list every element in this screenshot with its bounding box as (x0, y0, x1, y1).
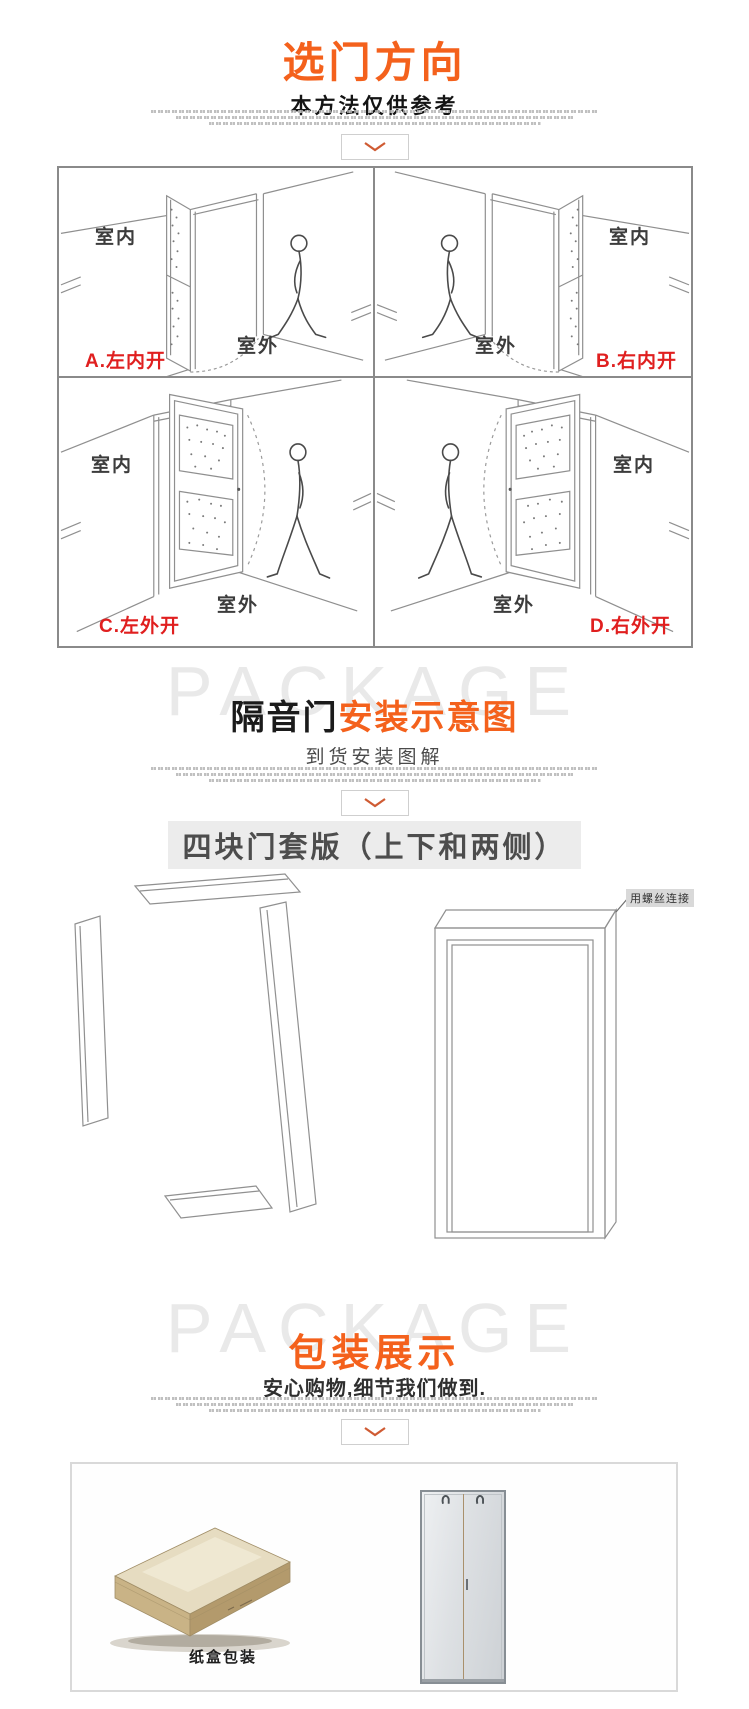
quadrant-label-a: A.左内开 (85, 351, 167, 372)
title-orange-part: 安装示意图 (338, 699, 519, 737)
section-subtitle-installation: 到货安装图解 (305, 747, 444, 768)
quadrant-b-right-inward: 室内 室外 B.右内开 (375, 168, 691, 378)
door-diagram-left-outward (60, 379, 372, 633)
quadrant-label-c: C.左外开 (99, 616, 181, 637)
fine-print-lines (0, 107, 749, 125)
frame-assembly-diagram (60, 866, 700, 1251)
frame-panels-banner-wrap: 四块门套版（上下和两侧） (0, 821, 749, 869)
quadrant-c-left-outward: 室内 室外 C.左外开 (59, 378, 375, 646)
quadrant-a-left-inward: 室内 室外 A.左内开 (59, 168, 375, 378)
indoor-label: 室内 (608, 227, 651, 248)
section-title-packaging: 包装展示 (288, 1333, 461, 1375)
fine-print-lines (0, 764, 749, 782)
quadrant-label-b: B.右内开 (595, 351, 677, 372)
package-watermark: PACKAGE (165, 652, 584, 730)
section-divider (0, 790, 749, 816)
chevron-down-icon (340, 790, 409, 816)
packaging-photos-box: 纸盒包装 (70, 1462, 678, 1692)
quadrant-label-d: D.右外开 (589, 616, 671, 637)
package-watermark: PACKAGE (165, 1289, 584, 1367)
chevron-down-icon (340, 1419, 409, 1445)
packed-door-photo (420, 1490, 506, 1684)
door-direction-grid: 室内 室外 A.左内开 室内 室外 B.右内开 室内 室外 C.左外开 室内 室… (57, 166, 693, 648)
quadrant-d-right-outward: 室内 室外 D.右外开 (375, 378, 691, 646)
outdoor-label: 室外 (475, 336, 518, 357)
outdoor-label: 室外 (493, 595, 536, 616)
title-black-part: 隔音门 (230, 699, 339, 737)
section-divider (0, 134, 749, 160)
door-diagram-left-inward (60, 171, 372, 376)
outdoor-label: 室外 (237, 336, 280, 357)
door-diagram-right-inward (376, 171, 690, 376)
cardboard-box-photo (110, 1527, 291, 1652)
indoor-label: 室内 (612, 455, 655, 476)
indoor-label: 室内 (95, 227, 138, 248)
outdoor-label: 室外 (217, 595, 260, 616)
frame-assembly-drawing (74, 873, 629, 1240)
chevron-down-icon (340, 134, 409, 160)
cardboard-box-caption: 纸盒包装 (188, 1649, 257, 1666)
door-hooks (441, 1495, 484, 1504)
frame-panels-banner: 四块门套版（上下和两侧） (168, 821, 581, 869)
section-title-installation: 隔音门安装示意图 (0, 699, 749, 737)
indoor-label: 室内 (91, 455, 134, 476)
section-subtitle-packaging: 安心购物,细节我们做到. (262, 1378, 487, 1400)
fine-print-lines (0, 1394, 749, 1412)
section-divider (0, 1419, 749, 1445)
screw-connection-callout: 用螺丝连接 (626, 889, 694, 907)
section-title-door-direction: 选门方向 (282, 39, 467, 86)
